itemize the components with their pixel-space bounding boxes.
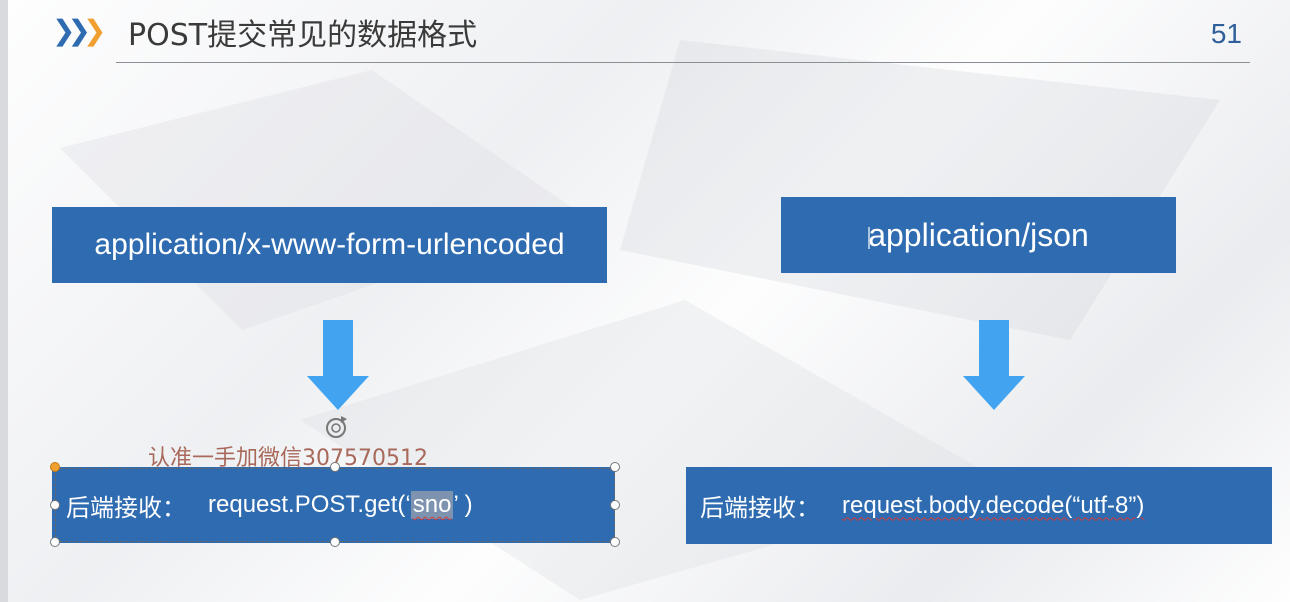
backend-receive-json-box[interactable]: 后端接收： request.body.decode(“utf-8”) [686, 467, 1272, 544]
page-number: 51 [1210, 18, 1242, 49]
receive-code-suffix: ’ ) [453, 491, 473, 518]
resize-handle[interactable] [610, 462, 620, 472]
background-shape [60, 70, 580, 330]
receive-code: request.body.decode(“utf-8”) [842, 491, 1145, 519]
background-shape [620, 40, 1220, 340]
receive-label: 后端接收： [700, 495, 820, 522]
receive-label: 后端接收： [66, 494, 186, 522]
resize-handle[interactable] [50, 537, 60, 547]
backend-receive-form-box[interactable]: 后端接收： request.POST.get(‘ sno ’ ) [52, 467, 615, 543]
resize-handle[interactable] [330, 462, 340, 472]
slide-title: POST提交常见的数据格式 [128, 18, 478, 53]
resize-handle[interactable] [50, 462, 60, 472]
slide-edge [0, 0, 8, 602]
form-urlencoded-box[interactable]: application/x-www-form-urlencoded [52, 207, 607, 283]
rotate-handle-icon[interactable] [321, 413, 351, 443]
resize-handle[interactable] [50, 500, 60, 510]
selected-word-sno[interactable]: sno [410, 491, 454, 519]
double-chevron-right-icon: ❯ ❯ ❯ [52, 14, 107, 47]
receive-code-prefix: request.POST.get(‘ [208, 491, 411, 518]
text-cursor [868, 227, 870, 249]
arrow-down-icon [307, 320, 369, 410]
watermark-text: 认准一手加微信307570512 [148, 446, 428, 471]
form-urlencoded-label: application/x-www-form-urlencoded [94, 228, 565, 261]
json-box[interactable]: application/json [781, 197, 1176, 273]
resize-handle[interactable] [610, 537, 620, 547]
json-label: application/json [868, 216, 1089, 253]
resize-handle[interactable] [330, 537, 340, 547]
resize-handle[interactable] [610, 500, 620, 510]
title-divider [116, 62, 1250, 63]
arrow-down-icon [963, 320, 1025, 410]
